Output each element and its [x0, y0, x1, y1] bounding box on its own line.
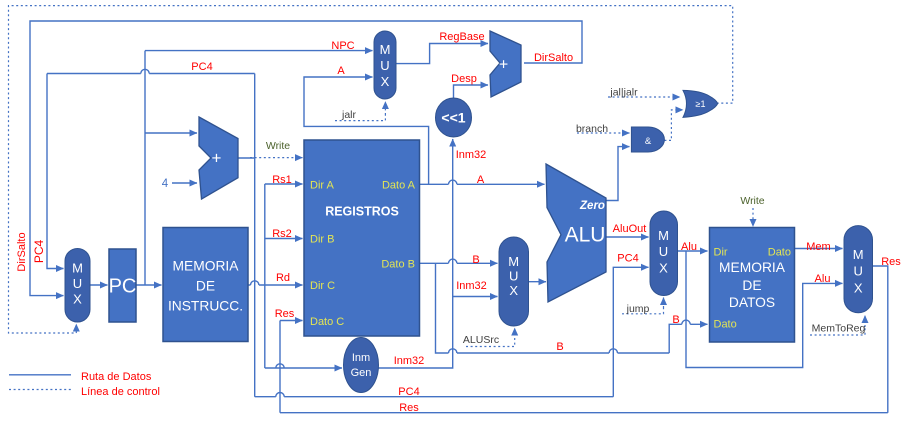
svg-text:INSTRUCC.: INSTRUCC.: [168, 299, 243, 314]
svg-text:<<1: <<1: [441, 110, 465, 126]
svg-text:X: X: [659, 261, 668, 276]
svg-text:B: B: [472, 254, 479, 266]
svg-text:Alu: Alu: [681, 241, 697, 253]
svg-text:Ruta de Datos: Ruta de Datos: [81, 371, 152, 383]
svg-text:Zero: Zero: [579, 200, 605, 212]
svg-text:Inm32: Inm32: [456, 280, 487, 292]
svg-text:≥1: ≥1: [696, 99, 706, 109]
svg-text:Inm: Inm: [352, 352, 370, 364]
svg-text:PC4: PC4: [32, 240, 46, 264]
svg-text:M: M: [380, 42, 391, 57]
svg-text:RegBase: RegBase: [439, 31, 484, 43]
svg-text:B: B: [556, 341, 563, 353]
svg-text:ALU: ALU: [565, 224, 606, 247]
svg-text:&: &: [645, 136, 652, 147]
svg-text:DE: DE: [196, 279, 215, 294]
svg-text:Dato A: Dato A: [382, 180, 416, 192]
svg-text:U: U: [509, 269, 518, 284]
svg-text:Dir C: Dir C: [310, 280, 335, 292]
svg-text:DATOS: DATOS: [729, 295, 775, 310]
svg-text:X: X: [73, 292, 82, 307]
svg-text:U: U: [659, 244, 668, 259]
svg-text:Desp: Desp: [451, 73, 477, 85]
svg-text:M: M: [853, 247, 864, 262]
svg-text:M: M: [508, 254, 519, 269]
svg-text:PC4: PC4: [398, 386, 419, 398]
svg-text:Rd: Rd: [276, 272, 290, 284]
svg-text:A: A: [477, 174, 485, 186]
svg-text:jump: jump: [626, 303, 650, 315]
svg-text:M: M: [72, 261, 83, 276]
svg-text:Rs2: Rs2: [272, 228, 292, 240]
svg-text:DirSalto: DirSalto: [534, 52, 573, 64]
svg-text:Alu: Alu: [815, 273, 831, 285]
svg-text:Dir B: Dir B: [310, 234, 334, 246]
svg-text:U: U: [380, 58, 389, 73]
svg-text:4: 4: [162, 178, 169, 190]
svg-text:Mem: Mem: [806, 241, 830, 253]
svg-text:NPC: NPC: [331, 40, 354, 52]
svg-text:Res: Res: [399, 402, 419, 414]
svg-text:Write: Write: [740, 195, 764, 207]
svg-text:Dir A: Dir A: [310, 180, 335, 192]
svg-text:REGISTROS: REGISTROS: [325, 205, 399, 219]
svg-text:+: +: [212, 149, 222, 168]
svg-text:DE: DE: [742, 278, 761, 293]
svg-text:Dato: Dato: [768, 247, 791, 259]
svg-text:MEMORIA: MEMORIA: [719, 260, 786, 275]
svg-text:AluOut: AluOut: [613, 223, 647, 235]
svg-text:Dato B: Dato B: [381, 259, 415, 271]
svg-text:X: X: [381, 74, 390, 89]
svg-text:Inm32: Inm32: [456, 149, 487, 161]
svg-text:Dato: Dato: [714, 319, 737, 331]
svg-text:Write: Write: [266, 140, 290, 152]
svg-text:MEMORIA: MEMORIA: [173, 259, 240, 274]
svg-text:Res: Res: [881, 256, 901, 268]
svg-text:PC4: PC4: [617, 253, 638, 265]
svg-text:branch: branch: [576, 123, 608, 135]
svg-text:PC4: PC4: [191, 61, 212, 73]
svg-text:jalr: jalr: [341, 109, 357, 121]
svg-text:X: X: [854, 281, 863, 296]
svg-text:jal|jalr: jal|jalr: [609, 87, 638, 99]
svg-text:A: A: [337, 65, 345, 77]
svg-text:Res: Res: [275, 308, 295, 320]
svg-text:U: U: [73, 276, 82, 291]
svg-text:MemToReg: MemToReg: [812, 323, 866, 335]
svg-text:Línea de control: Línea de control: [81, 386, 160, 398]
svg-text:M: M: [658, 228, 669, 243]
svg-text:Gen: Gen: [351, 367, 372, 379]
svg-text:B: B: [672, 314, 679, 326]
svg-text:U: U: [854, 264, 863, 279]
svg-text:DirSalto: DirSalto: [16, 232, 28, 271]
svg-text:Dato C: Dato C: [310, 316, 344, 328]
svg-text:+: +: [499, 57, 508, 74]
svg-text:Rs1: Rs1: [272, 174, 292, 186]
svg-text:X: X: [509, 283, 518, 298]
svg-text:Dir: Dir: [714, 247, 728, 259]
svg-text:ALUSrc: ALUSrc: [463, 334, 499, 346]
svg-text:Inm32: Inm32: [394, 355, 425, 367]
svg-text:PC: PC: [109, 276, 137, 298]
